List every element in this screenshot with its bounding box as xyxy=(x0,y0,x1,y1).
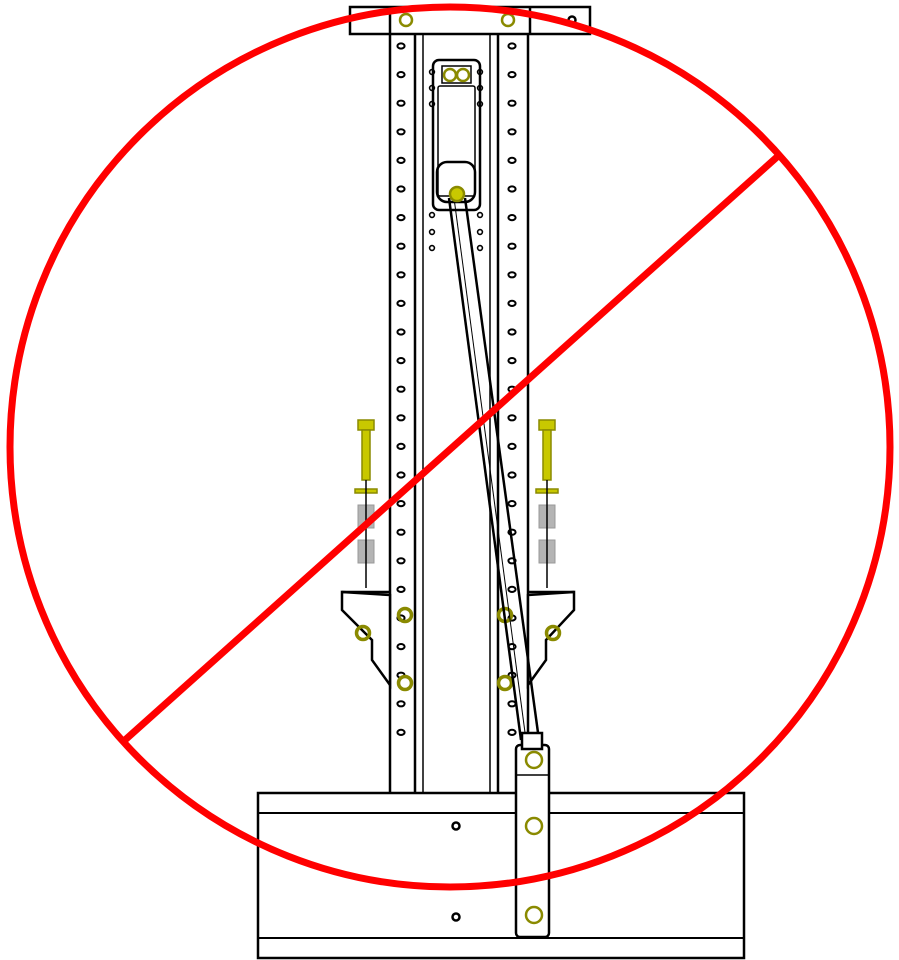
prohibition-sign xyxy=(6,3,894,891)
trolley-hole xyxy=(476,244,484,252)
bolt-spring-stack-left xyxy=(354,419,378,588)
upright-hole xyxy=(396,299,406,307)
upright-hole xyxy=(507,328,517,336)
upright-hole xyxy=(507,156,517,164)
upright-hole xyxy=(396,271,406,279)
upright-hole xyxy=(396,728,406,737)
upright-hole xyxy=(396,585,406,594)
base-beam xyxy=(256,791,746,960)
strut-arm xyxy=(447,185,541,741)
prohibition-circle xyxy=(6,3,894,891)
upright-hole xyxy=(396,71,406,79)
bolt-spring-stack-right xyxy=(535,419,559,588)
foot-washer xyxy=(524,816,544,836)
bolt-shank xyxy=(542,429,552,481)
upright-hole xyxy=(507,585,517,594)
upright-hole xyxy=(396,214,406,222)
trolley-hole xyxy=(428,100,436,108)
bracket-washer xyxy=(354,624,372,642)
upright-hole xyxy=(396,242,406,250)
upright-hole xyxy=(396,185,406,193)
hole-column-left xyxy=(396,42,406,737)
trolley-hole xyxy=(476,100,484,108)
upright-hole xyxy=(396,557,406,565)
upright-hole xyxy=(507,414,517,422)
trolley-holes xyxy=(428,68,484,252)
bracket-washer xyxy=(496,674,514,692)
upright-hole xyxy=(507,728,517,737)
upright-hole xyxy=(507,42,517,50)
upright-hole xyxy=(507,214,517,222)
trolley-hole xyxy=(428,244,436,252)
trolley-hole xyxy=(476,84,484,92)
upright-hole xyxy=(396,328,406,336)
bracket-washer xyxy=(544,624,562,642)
upright-hole xyxy=(507,500,517,508)
trolley-hole xyxy=(428,84,436,92)
trolley-hole xyxy=(476,228,484,236)
bolt-shank xyxy=(361,429,371,481)
upright-hole xyxy=(396,500,406,508)
upright-hole xyxy=(507,185,517,193)
upright-hole xyxy=(507,71,517,79)
upright-hole xyxy=(507,357,517,365)
arm-foot-plate xyxy=(514,731,551,939)
upright-hole xyxy=(507,99,517,107)
upright-hole xyxy=(396,42,406,50)
upright-hole xyxy=(396,643,406,651)
trolley-washer xyxy=(455,67,471,83)
upright-hole xyxy=(396,128,406,136)
upright-hole xyxy=(396,528,406,536)
upright-hole xyxy=(396,442,406,450)
bolt-head xyxy=(357,419,375,431)
upright-hole xyxy=(396,700,406,708)
upright-hole xyxy=(507,700,517,708)
prohibition-slash xyxy=(122,154,780,743)
foot-washer xyxy=(524,750,544,770)
trolley-hole xyxy=(428,228,436,236)
upright-hole xyxy=(507,128,517,136)
strut-top-pivot xyxy=(448,185,466,203)
upright-hole xyxy=(507,242,517,250)
upright-hole xyxy=(507,471,517,479)
upright-hole xyxy=(507,442,517,450)
upright-hole xyxy=(507,299,517,307)
upright-hole xyxy=(396,156,406,164)
trolley-hole xyxy=(428,211,436,219)
trolley-hole xyxy=(428,68,436,76)
trolley-hole xyxy=(476,68,484,76)
bolt-head xyxy=(538,419,556,431)
upright-hole xyxy=(396,414,406,422)
upright-hole xyxy=(396,99,406,107)
upright-hole xyxy=(396,357,406,365)
top-washer-left xyxy=(398,12,414,28)
bracket xyxy=(340,590,576,692)
foot-washer xyxy=(524,905,544,925)
hole-column-right xyxy=(507,42,517,737)
bracket-washer xyxy=(396,674,414,692)
trolley-hole xyxy=(476,211,484,219)
bracket-washer xyxy=(396,606,414,624)
upright-hole xyxy=(507,271,517,279)
trolley-block xyxy=(428,58,484,252)
upright-hole xyxy=(396,471,406,479)
upright-hole xyxy=(396,385,406,393)
